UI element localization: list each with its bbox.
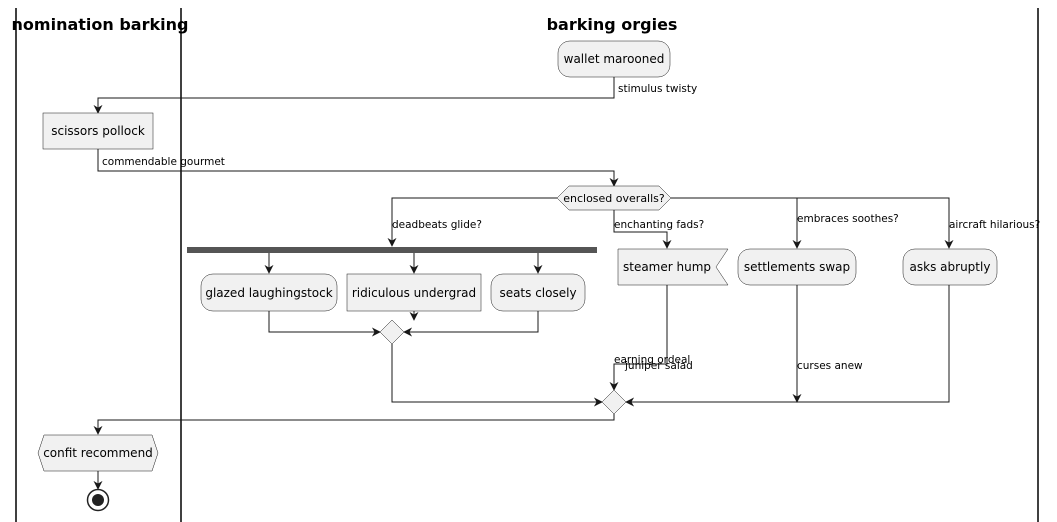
node-wallet-marooned — [557, 40, 671, 78]
node-label-confit-recommend: confit recommend — [43, 446, 153, 460]
edge-asks-to-final-merge — [625, 285, 950, 407]
edge-glazed-to-merge — [268, 311, 381, 337]
merge-diamond-inner — [379, 319, 405, 345]
node-label-steamer-hump: steamer hump — [623, 260, 711, 274]
node-settlements-swap — [737, 248, 857, 286]
edge-merge-to-final-merge — [391, 344, 603, 407]
edge-label-juniper-salad: juniper salad — [624, 360, 693, 372]
edge-steamer-to-final-merge — [609, 285, 668, 391]
edge-label-embraces-soothes: embraces soothes? — [797, 213, 899, 225]
edge-label-deadbeats-glide: deadbeats glide? — [392, 219, 482, 231]
node-confit-recommend — [37, 434, 159, 472]
node-asks-abruptly — [902, 248, 998, 286]
lane-title-nomination-barking: nomination barking — [12, 15, 189, 34]
node-label-ridiculous-undergrad: ridiculous undergrad — [352, 286, 476, 300]
node-label-asks-abruptly: asks abruptly — [910, 260, 991, 274]
merge-diamond-final — [601, 389, 627, 415]
end-node-inner — [92, 494, 104, 506]
node-label-wallet-marooned: wallet marooned — [564, 52, 665, 66]
edge-label-enchanting-fads: enchanting fads? — [614, 219, 704, 231]
edge-scissors-to-decision — [97, 149, 619, 187]
node-steamer-hump — [617, 248, 729, 286]
edge-label-commendable-gourmet: commendable gourmet — [102, 156, 225, 168]
decision-enclosed-overalls — [556, 185, 672, 211]
edge-label-aircraft-hilarious: aircraft hilarious? — [949, 219, 1040, 231]
fork-bar — [187, 247, 597, 253]
edge-wallet-to-scissors — [93, 77, 615, 114]
node-seats-closely — [490, 273, 586, 312]
edge-decision-to-steamer — [613, 210, 672, 249]
node-label-seats-closely: seats closely — [499, 286, 576, 300]
edge-seats-to-merge — [403, 311, 539, 337]
node-glazed-laughingstock — [200, 273, 338, 312]
edge-decision-to-fork — [387, 197, 557, 247]
node-scissors-pollock — [42, 112, 154, 150]
edge-label-earning-ordeal: earning ordeal — [614, 354, 690, 366]
edge-merge-to-confit — [93, 414, 615, 435]
edge-label-curses-anew: curses anew — [797, 360, 863, 372]
edge-label-stimulus-twisty: stimulus twisty — [618, 83, 697, 95]
node-label-settlements-swap: settlements swap — [744, 260, 850, 274]
lane-title-barking-orgies: barking orgies — [547, 15, 678, 34]
node-ridiculous-undergrad — [346, 273, 482, 312]
node-label-glazed-laughingstock: glazed laughingstock — [205, 286, 332, 300]
node-label-scissors-pollock: scissors pollock — [51, 124, 145, 138]
decision-label-enclosed-overalls: enclosed overalls? — [563, 192, 665, 205]
